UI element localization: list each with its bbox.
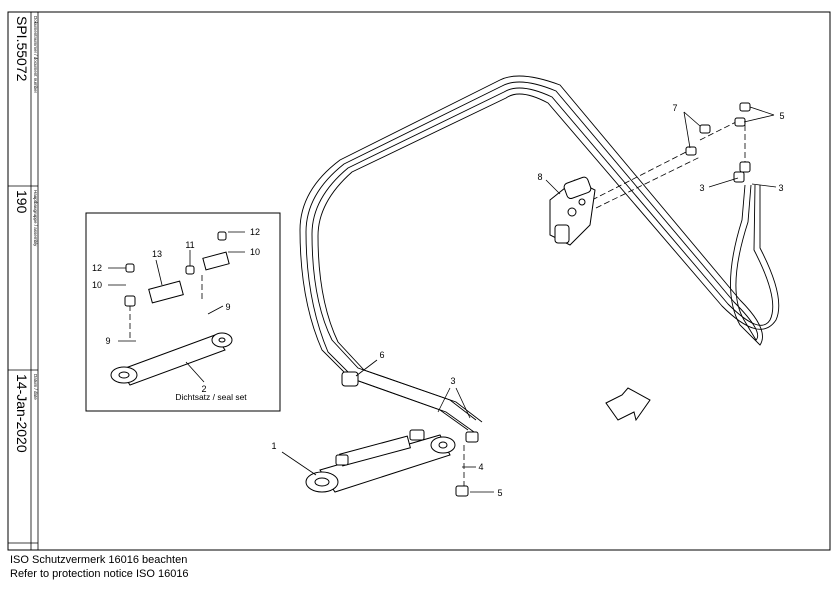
hose-clamp — [341, 371, 359, 387]
callout-9: 9 — [105, 336, 110, 346]
callout-8: 8 — [537, 172, 542, 182]
callout-9: 9 — [225, 302, 230, 312]
callout-12: 12 — [250, 227, 260, 237]
detail-box — [85, 212, 281, 412]
protection-notice-de: ISO Schutzvermerk 16016 beachten — [10, 554, 188, 566]
document-number-label: Dokumentnummer / document number — [33, 16, 38, 94]
hose-lines — [299, 75, 780, 433]
callout-10: 10 — [250, 247, 260, 257]
date-value: 14-Jan-2020 — [14, 374, 30, 453]
date-label: Datum / date — [33, 374, 38, 400]
main-cylinder-drawing — [305, 429, 456, 493]
fittings-top — [685, 102, 751, 183]
callout-4: 4 — [478, 462, 483, 472]
assembly-label: Hauptbaugruppe / assembly — [33, 190, 38, 247]
callout-6: 6 — [379, 350, 384, 360]
seal-set-label: Dichtsatz / seal set — [175, 392, 247, 402]
protection-notice-en: Refer to protection notice ISO 16016 — [10, 568, 189, 580]
assembly-lines — [129, 119, 746, 490]
callout-11: 11 — [185, 240, 194, 250]
callout-12: 12 — [92, 263, 102, 273]
callout-13: 13 — [152, 249, 162, 259]
callout-3: 3 — [450, 376, 455, 386]
control-valve-drawing — [549, 176, 596, 246]
assembly-number: 190 — [14, 190, 30, 214]
callout-7: 7 — [672, 103, 677, 113]
document-number: SPI.55072 — [14, 16, 30, 82]
callouts: 1 2 3 3 3 4 5 5 6 7 8 9 9 10 10 11 12 12… — [92, 103, 785, 498]
direction-arrow — [605, 387, 651, 422]
leader-lines — [108, 106, 777, 493]
detail-cylinder-drawing — [110, 231, 233, 386]
callout-3: 3 — [778, 183, 783, 193]
callout-10: 10 — [92, 280, 102, 290]
fittings-bottom — [455, 431, 479, 497]
callout-5: 5 — [779, 111, 784, 121]
callout-2: 2 — [201, 384, 206, 394]
callout-1: 1 — [271, 441, 276, 451]
callout-3: 3 — [699, 183, 704, 193]
callout-5: 5 — [497, 488, 502, 498]
